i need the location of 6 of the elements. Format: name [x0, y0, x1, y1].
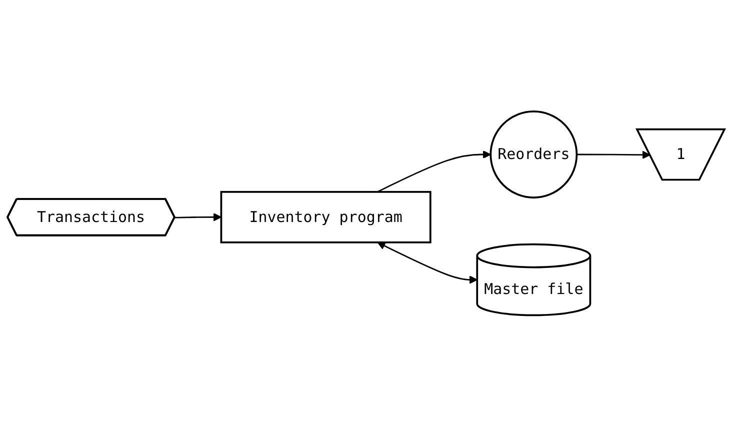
- arrow: [377, 242, 478, 284]
- node-circle: Reorders: [490, 110, 578, 198]
- node-box: Inventory program: [220, 190, 432, 243]
- arrow: [174, 212, 222, 221]
- arrow: [576, 150, 650, 159]
- arrow: [377, 150, 492, 192]
